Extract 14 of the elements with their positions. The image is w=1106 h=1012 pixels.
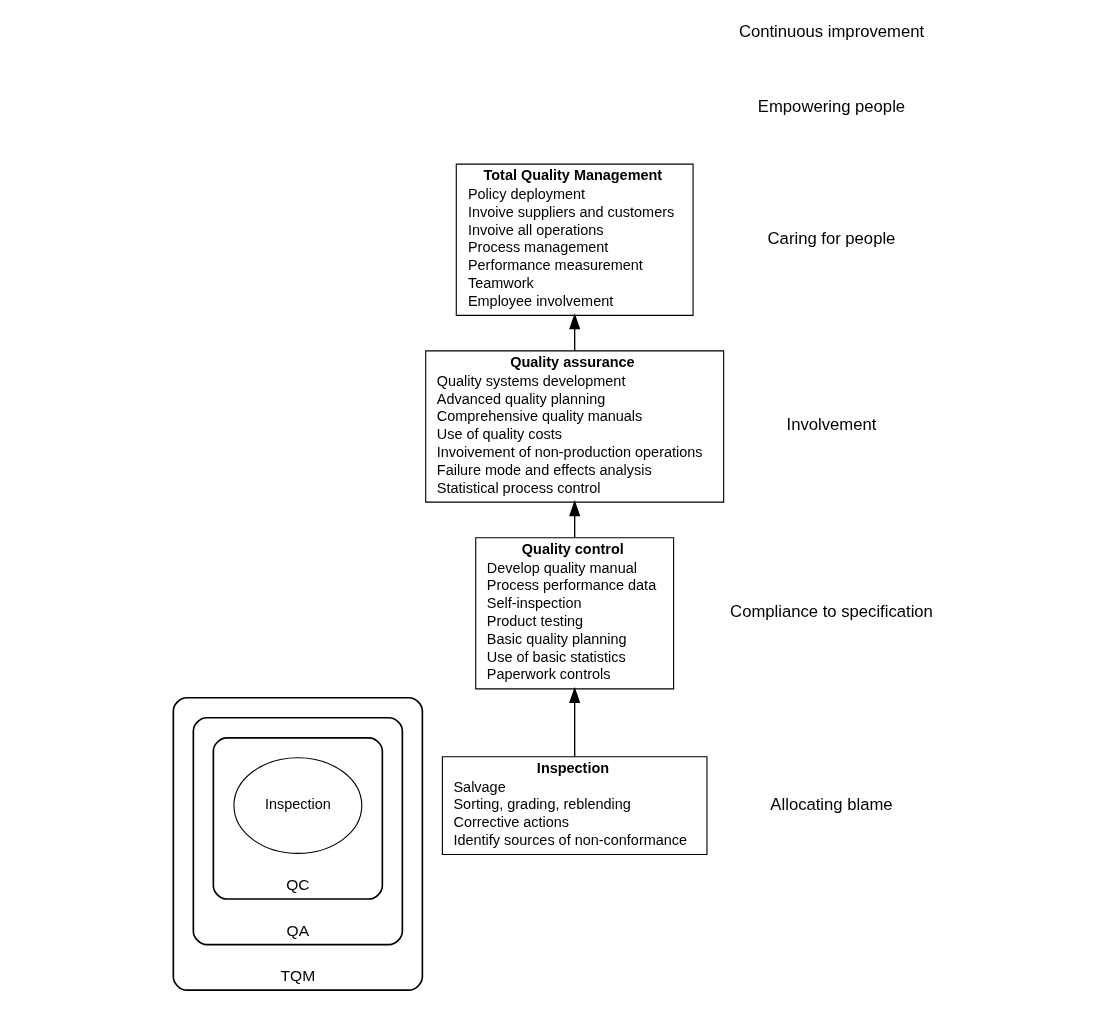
label: Allocating blame — [770, 794, 893, 814]
label: Involvement — [786, 415, 877, 435]
node-box: Inspection Salvage Sorting, grading, reblending Corrective actions Identify sources of non-conformance — [441, 756, 708, 856]
arrow — [569, 313, 581, 352]
label: Compliance to specification — [730, 602, 933, 622]
label: Empowering people — [757, 97, 906, 117]
label: Continuous improvement — [738, 21, 925, 41]
arrow — [569, 687, 581, 758]
node-ellipse: Inspection — [233, 757, 363, 854]
node-box: Total Quality Management Policy deployment Invoive suppliers and customers Invoive all operations Process management Performance measurement Teamwork Employee involvement — [455, 163, 694, 316]
node-box: Quality assurance Quality systems development Advanced quality planning Comprehensive quality manuals Use of quality costs Invoivement of non-production operations Failure mode and effects analysis Statistical process control — [425, 350, 725, 503]
node-box: Quality control Develop quality manual Process performance data Self-inspection Product testing Basic quality planning Use of basic statistics Paperwork controls — [475, 537, 675, 690]
label: Caring for people — [767, 228, 896, 248]
arrow — [569, 500, 581, 539]
